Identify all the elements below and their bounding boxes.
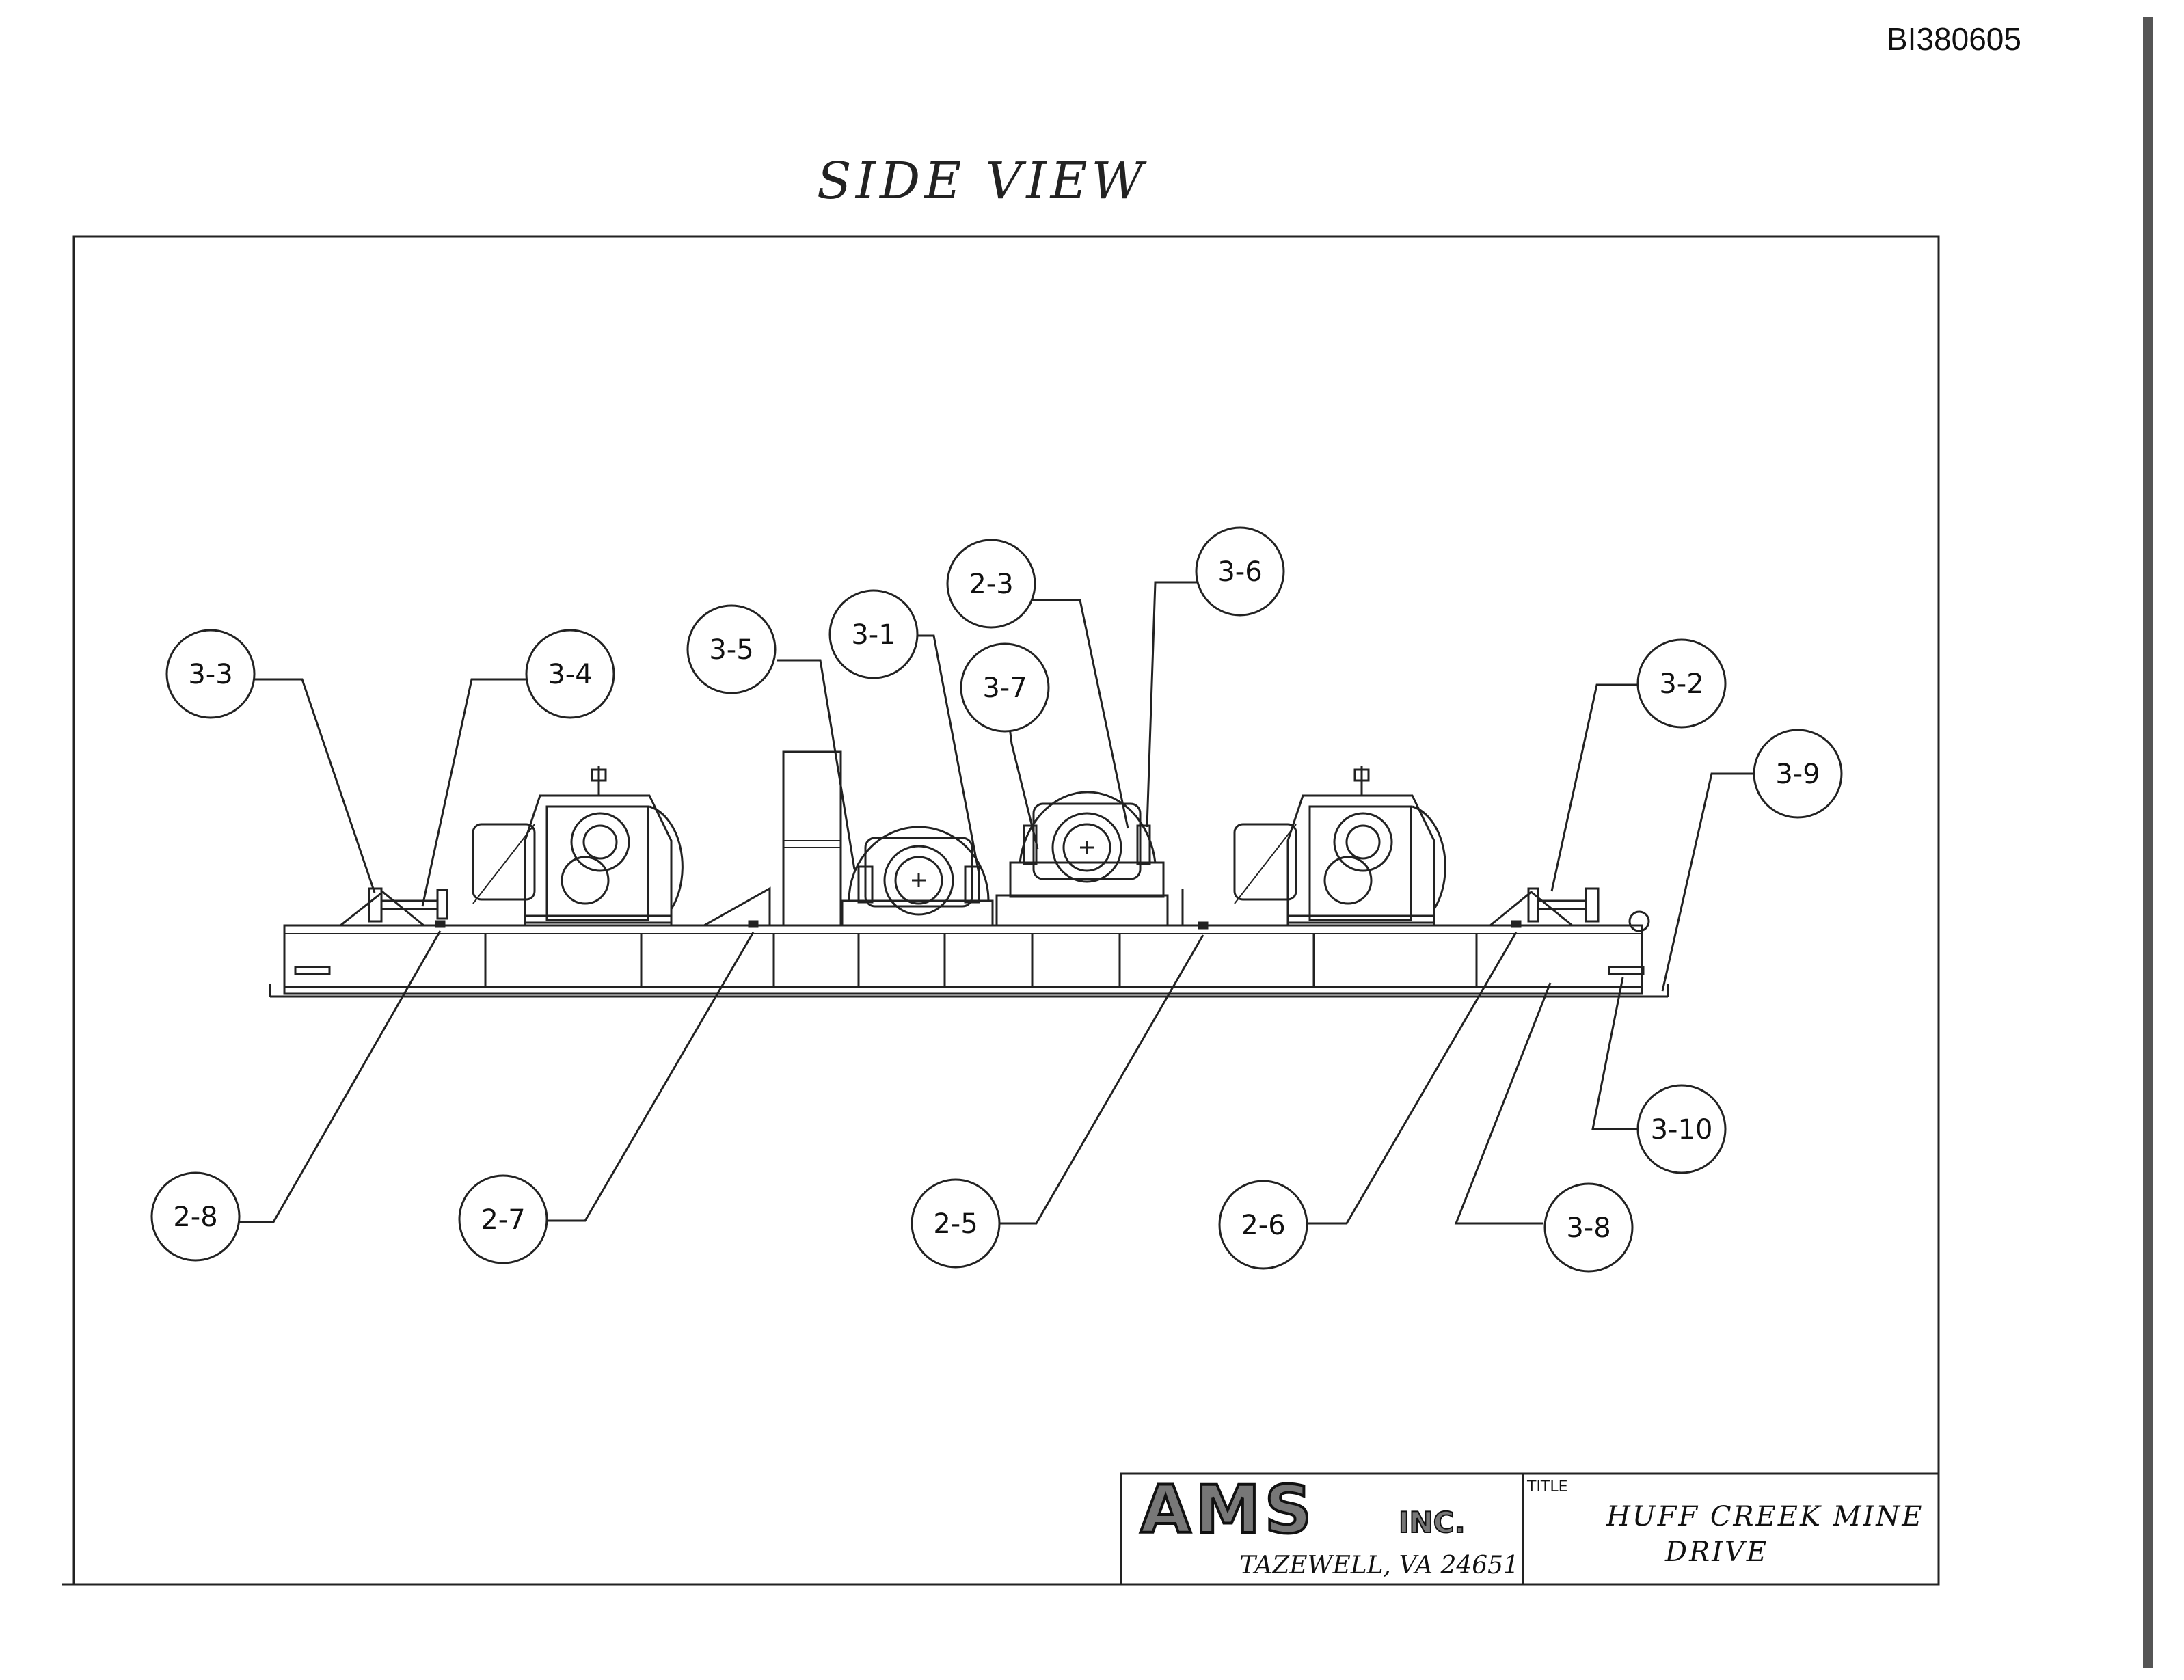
svg-text:2-5: 2-5: [933, 1208, 978, 1240]
svg-text:3-3: 3-3: [188, 659, 232, 690]
pulley-right: [995, 791, 1169, 927]
balloon-3-9: 3-9: [1753, 729, 1843, 819]
drawing-title-line1: HUFF CREEK MINE: [1606, 1501, 1924, 1532]
svg-text:3-1: 3-1: [851, 619, 895, 651]
balloon-3-5: 3-5: [686, 604, 777, 694]
svg-text:2-3: 2-3: [969, 569, 1013, 600]
svg-text:2-7: 2-7: [481, 1204, 525, 1236]
balloon-3-1: 3-1: [828, 589, 919, 679]
balloon-3-10: 3-10: [1636, 1084, 1727, 1174]
svg-text:3-8: 3-8: [1566, 1212, 1610, 1244]
company-logo: AMS: [1140, 1472, 1316, 1548]
title-block: AMS INC. TAZEWELL, VA 24651 TITLE HUFF C…: [1120, 1470, 1940, 1586]
svg-text:2-6: 2-6: [1241, 1210, 1285, 1241]
balloon-2-3: 2-3: [946, 539, 1036, 629]
balloon-2-6: 2-6: [1218, 1180, 1308, 1270]
svg-text:3-5: 3-5: [709, 634, 753, 666]
balloon-3-6: 3-6: [1195, 526, 1285, 617]
svg-text:3-2: 3-2: [1659, 668, 1703, 700]
drawing-border: [72, 235, 1940, 1586]
left-drive-unit: [340, 766, 684, 927]
gusset-mid-left: [703, 886, 771, 927]
leader-lines: [239, 581, 1754, 1225]
right-drive-unit: [1233, 766, 1650, 932]
view-title: SIDE VIEW: [817, 152, 1148, 211]
title-label: TITLE: [1526, 1478, 1568, 1495]
company-address: TAZEWELL, VA 24651: [1239, 1552, 1519, 1580]
balloon-3-7: 3-7: [960, 642, 1050, 733]
svg-text:3-7: 3-7: [982, 673, 1027, 704]
balloon-3-4: 3-4: [525, 629, 615, 719]
drawing-title-line2: DRIVE: [1664, 1536, 1768, 1568]
balloon-3-2: 3-2: [1636, 638, 1727, 729]
svg-text:3-10: 3-10: [1651, 1114, 1713, 1146]
balloon-2-7: 2-7: [458, 1174, 548, 1264]
svg-text:3-6: 3-6: [1217, 556, 1262, 588]
gusset-mid-right: [1181, 889, 1224, 927]
svg-text:3-9: 3-9: [1775, 759, 1820, 790]
callout-balloons: 3-3 3-4 3-5 3-1 2-3 3-7: [150, 526, 1843, 1273]
pulley-left: [841, 826, 994, 927]
company-suffix: INC.: [1399, 1506, 1466, 1539]
document-id: BI380605: [1887, 21, 2021, 57]
balloon-2-5: 2-5: [911, 1178, 1001, 1269]
base-frame: [269, 924, 1669, 998]
center-chute: [782, 750, 842, 927]
svg-text:3-4: 3-4: [548, 659, 592, 690]
balloon-3-3: 3-3: [165, 629, 256, 719]
balloon-3-8: 3-8: [1543, 1182, 1634, 1273]
balloon-2-8: 2-8: [150, 1171, 241, 1262]
svg-text:2-8: 2-8: [173, 1202, 217, 1233]
